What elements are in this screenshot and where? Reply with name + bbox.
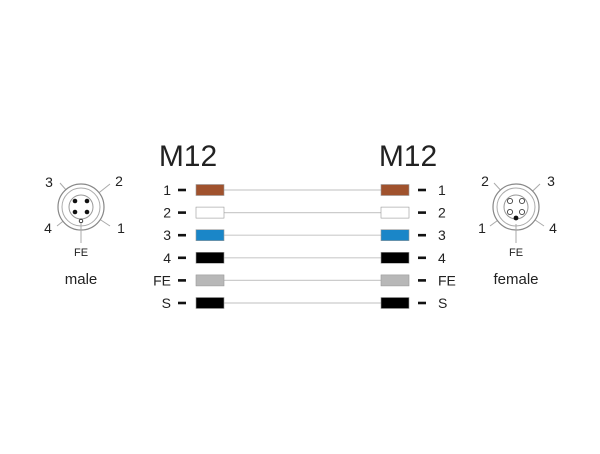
left-wire-color-block xyxy=(195,274,225,287)
right-wire-color-block xyxy=(380,297,410,309)
right-wire-color-block xyxy=(380,206,410,219)
right-wire-color-block xyxy=(380,229,410,241)
right-wire-label: 3 xyxy=(438,227,446,243)
left-wire-label: 3 xyxy=(163,227,171,243)
left-wire-color-block xyxy=(195,297,225,309)
right-wire-label: S xyxy=(438,295,447,311)
left-wire-color-block xyxy=(195,252,225,264)
socket-4 xyxy=(518,208,526,216)
pin-3-dot xyxy=(72,198,78,204)
right-wire-color-block xyxy=(380,184,410,196)
female-fe-label: FE xyxy=(509,247,523,259)
right-wire-label: FE xyxy=(438,272,456,288)
left-wire-color-block xyxy=(195,206,225,219)
female-pin-2-label: 2 xyxy=(481,173,489,189)
socket-1 xyxy=(506,208,514,216)
female-pin-3-label: 3 xyxy=(547,173,555,189)
socket-3 xyxy=(518,197,526,205)
right-wire-color-block xyxy=(380,274,410,287)
left-wire-label: 4 xyxy=(163,250,171,266)
right-wire-color-block xyxy=(380,252,410,264)
female-label: female xyxy=(493,271,538,288)
right-wire-label: 2 xyxy=(438,205,446,221)
key-pin xyxy=(513,215,519,221)
left-wire-label: FE xyxy=(153,272,171,288)
male-label: male xyxy=(65,271,98,288)
male-pin-4-label: 4 xyxy=(44,220,52,236)
female-pin-4-label: 4 xyxy=(549,220,557,236)
female-pin-1-label: 1 xyxy=(478,220,486,236)
left-wire-label: 2 xyxy=(163,205,171,221)
male-pin-2-label: 2 xyxy=(115,173,123,189)
left-wire-label: 1 xyxy=(163,182,171,198)
male-pin-1-label: 1 xyxy=(117,220,125,236)
inner-ring xyxy=(503,194,529,220)
female-connector-face xyxy=(489,182,545,243)
pin-1-dot xyxy=(84,209,90,215)
male-pin-3-label: 3 xyxy=(45,174,53,190)
male-fe-label: FE xyxy=(74,247,88,259)
socket-2 xyxy=(506,197,514,205)
right-wire-label: 1 xyxy=(438,182,446,198)
right-connector-title: M12 xyxy=(379,140,437,173)
inner-ring xyxy=(68,194,94,220)
left-wire-color-block xyxy=(195,229,225,241)
left-wire-color-block xyxy=(195,184,225,196)
right-wire-label: 4 xyxy=(438,250,446,266)
left-connector-title: M12 xyxy=(159,140,217,173)
left-wire-label: S xyxy=(162,295,171,311)
pin-2-dot xyxy=(84,198,90,204)
pin-4-dot xyxy=(72,209,78,215)
male-connector-face xyxy=(56,182,111,243)
wire-row: FE FE xyxy=(153,272,456,288)
key-notch xyxy=(78,218,84,224)
